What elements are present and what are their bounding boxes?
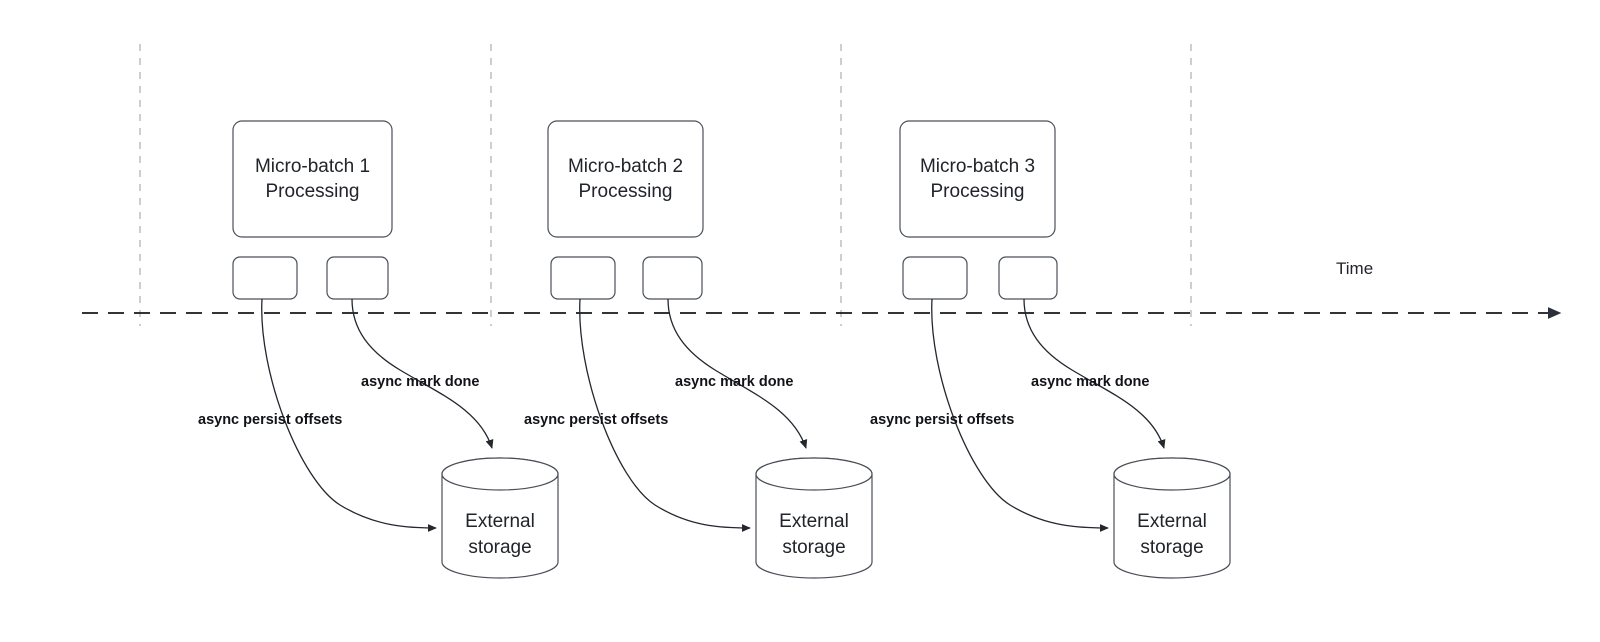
micro-batch-2-task-box-a[interactable] xyxy=(550,256,616,300)
micro-batch-1-process-label-line1: Micro-batch 1 xyxy=(255,156,370,177)
micro-batch-3-mark-done-arrow xyxy=(1023,298,1166,449)
micro-batch-1-mark-done-label: async mark done xyxy=(361,374,479,390)
micro-batch-3-process-label-line1: Micro-batch 3 xyxy=(920,156,1035,177)
micro-batch-1-task-box-a[interactable] xyxy=(232,256,298,300)
micro-batch-1-process-label-line2: Processing xyxy=(266,181,360,202)
micro-batch-2-storage-label-line1: External xyxy=(779,511,849,532)
micro-batch-3-task-box-b[interactable] xyxy=(998,256,1058,300)
micro-batch-2-process-label-line1: Micro-batch 2 xyxy=(568,156,683,177)
micro-batch-3-process-label-line2: Processing xyxy=(931,181,1025,202)
micro-batch-2-process-label-line2: Processing xyxy=(579,181,673,202)
time-axis: Time xyxy=(82,259,1562,319)
micro-batch-1-persist-offsets-arrow xyxy=(261,298,437,533)
micro-batch-2-storage-label-line2: storage xyxy=(782,537,845,558)
micro-batch-2-storage-top-ellipse xyxy=(755,457,873,491)
micro-batch-1-storage-top-ellipse xyxy=(441,457,559,491)
micro-batch-3-storage-top-ellipse xyxy=(1113,457,1231,491)
micro-batch-1-process-box[interactable] xyxy=(232,120,393,238)
micro-batch-2-external-storage[interactable]: External storage xyxy=(755,457,873,579)
micro-batch-3-task-box-a[interactable] xyxy=(902,256,968,300)
lifelines-group xyxy=(139,44,1192,326)
micro-batch-1-storage-label-line2: storage xyxy=(468,537,531,558)
micro-batch-2-process-box[interactable] xyxy=(547,120,704,238)
micro-batch-2-group: Micro-batch 2 Processing async persist o… xyxy=(524,120,873,579)
micro-batch-2-task-box-b[interactable] xyxy=(642,256,703,300)
micro-batch-1-external-storage[interactable]: External storage xyxy=(441,457,559,579)
time-axis-label: Time xyxy=(1336,259,1373,278)
micro-batch-3-persist-offsets-arrow xyxy=(931,298,1109,533)
micro-batch-3-group: Micro-batch 3 Processing async persist o… xyxy=(870,120,1231,579)
micro-batch-3-mark-done-label: async mark done xyxy=(1031,374,1149,390)
micro-batch-3-storage-label-line2: storage xyxy=(1140,537,1203,558)
micro-batch-2-persist-offsets-arrow xyxy=(579,298,751,533)
micro-batch-3-external-storage[interactable]: External storage xyxy=(1113,457,1231,579)
micro-batch-3-storage-label-line1: External xyxy=(1137,511,1207,532)
micro-batch-1-task-box-b[interactable] xyxy=(326,256,389,300)
micro-batch-2-mark-done-arrow xyxy=(667,298,808,449)
micro-batch-1-mark-done-arrow xyxy=(351,298,494,449)
micro-batch-1-group: Micro-batch 1 Processing async persist o… xyxy=(198,120,559,579)
micro-batch-3-persist-offsets-label: async persist offsets xyxy=(870,412,1014,428)
micro-batch-2-mark-done-label: async mark done xyxy=(675,374,793,390)
micro-batch-3-process-box[interactable] xyxy=(899,120,1056,238)
micro-batch-2-persist-offsets-label: async persist offsets xyxy=(524,412,668,428)
micro-batch-1-persist-offsets-label: async persist offsets xyxy=(198,412,342,428)
micro-batch-1-storage-label-line1: External xyxy=(465,511,535,532)
